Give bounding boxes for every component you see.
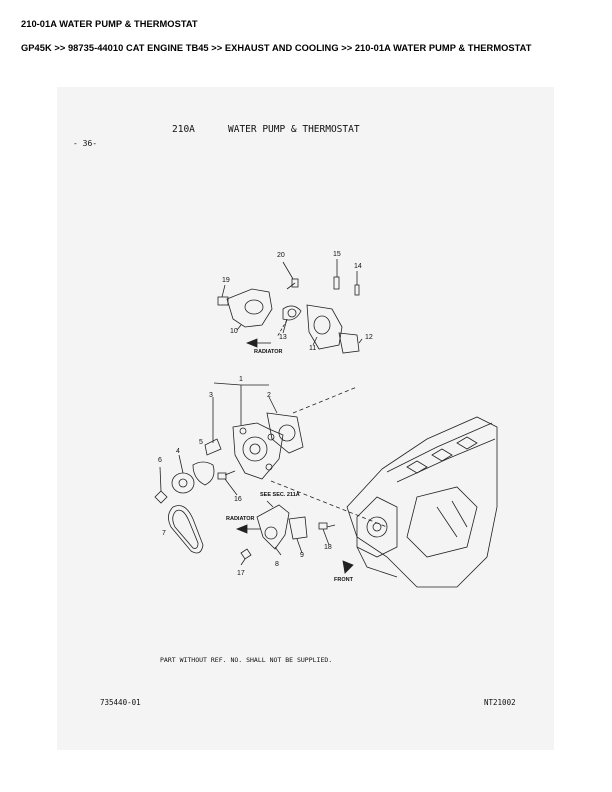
breadcrumb: GP45K >> 98735-44010 CAT ENGINE TB45 >> … [21,43,532,53]
thermostat-housing-10 [226,288,273,328]
parts-diagram-sheet: - 36- 210A WATER PUMP & THERMOSTAT [57,87,554,750]
section-title: WATER PUMP & THERMOSTAT [228,124,360,135]
callout-6: 6 [158,457,162,464]
water-pump-1 [232,422,284,480]
pulley-4 [192,461,215,486]
page-mark: - 36- [73,139,98,148]
callout-4: 4 [176,448,180,455]
front-label: FRONT [334,577,353,583]
housing-outlet [244,299,264,315]
pump-gasket-2 [266,412,304,454]
bolt-19 [217,296,229,306]
bolt-17 [240,548,252,560]
gasket-9 [288,516,308,540]
callout-20: 20 [277,252,285,259]
stud-18 [318,522,328,530]
see-sec-label: SEE SEC. 211A [260,492,300,498]
reference-code: NT21002 [484,698,516,707]
sensor-15 [333,276,340,290]
see-sec-leader [266,500,274,508]
callout-1: 1 [239,376,243,383]
callout-3: 3 [209,392,213,399]
callout-12: 12 [365,334,373,341]
callout-7: 7 [162,530,166,537]
callout-10: 10 [230,328,238,335]
callout-8: 8 [275,561,279,568]
callout-15: 15 [333,251,341,258]
callout-17: 17 [237,570,245,577]
nut-6 [154,490,168,504]
callout-9: 9 [300,552,304,559]
water-outlet-11 [306,304,343,350]
callout-18: 18 [324,544,332,551]
page-title: 210-01A WATER PUMP & THERMOSTAT [21,19,198,29]
supply-note: PART WITHOUT REF. NO. SHALL NOT BE SUPPL… [160,656,333,664]
callout-2: 2 [267,392,271,399]
callout-5: 5 [199,439,203,446]
radiator-label-top: RADIATOR [254,349,283,355]
exploded-view-drawing [154,259,498,588]
callout-16: 16 [234,496,242,503]
section-code: 210A [172,124,195,135]
v-belt-7 [168,505,204,554]
thermostat-13 [282,305,302,321]
engine-block [346,416,498,588]
water-inlet-8 [256,504,290,550]
radiator-label-mid: RADIATOR [226,516,255,522]
stud-20 [286,282,296,290]
switch-14 [354,284,360,296]
callout-14: 14 [354,263,362,270]
callout-19: 19 [222,277,230,284]
callout-13: 13 [279,334,287,341]
callout-11: 11 [309,345,317,352]
drawing-number: 735440-01 [100,698,141,707]
fan-pulley [171,472,195,494]
gasket-12 [338,332,360,354]
